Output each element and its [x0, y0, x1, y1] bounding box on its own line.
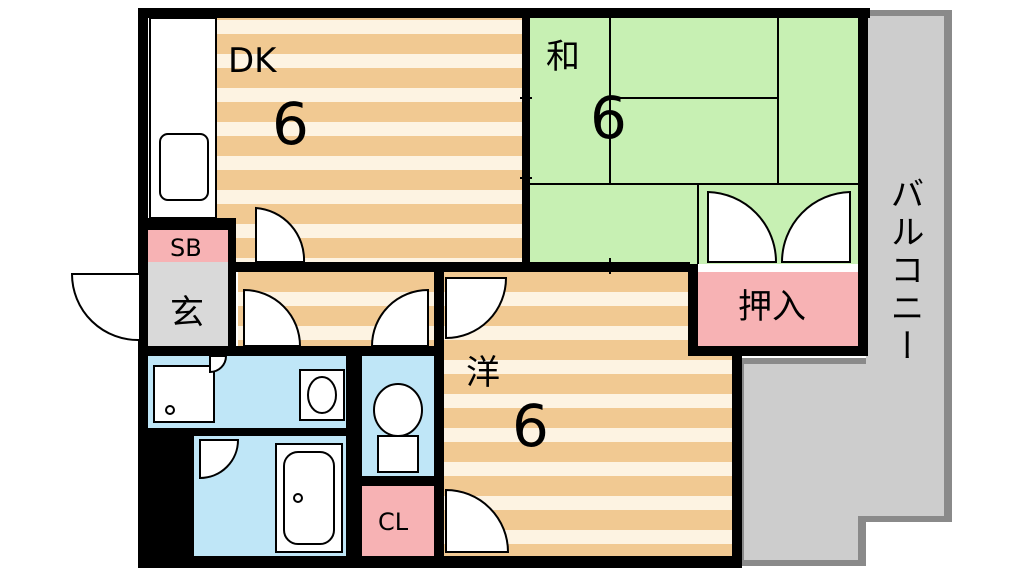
tatami-lines — [530, 18, 860, 264]
kitchen-counter — [149, 17, 217, 219]
washroom — [148, 356, 348, 430]
shoe-box-label: SB — [170, 234, 202, 262]
walls — [138, 8, 870, 568]
entrance-label: 玄 — [170, 293, 204, 333]
oshiire — [694, 272, 858, 350]
windows — [145, 60, 863, 520]
toilet — [362, 356, 434, 476]
balcony-label: バルコニー — [884, 176, 924, 366]
youshitsu-label: 洋 — [466, 353, 500, 393]
oshiire-label: 押入 — [738, 287, 806, 327]
entrance-floor — [148, 262, 230, 346]
washitsu-size: 6 — [590, 84, 627, 152]
doors — [70, 190, 851, 553]
balcony — [738, 10, 952, 566]
dk-size: 6 — [272, 90, 309, 158]
dk-label: DK — [228, 41, 278, 81]
closet-label: CL — [378, 508, 409, 536]
youshitsu-floor — [444, 272, 734, 556]
washitsu-label: 和 — [546, 37, 580, 77]
closet — [362, 486, 434, 556]
youshitsu-size: 6 — [512, 392, 549, 460]
shoe-box — [148, 230, 230, 262]
